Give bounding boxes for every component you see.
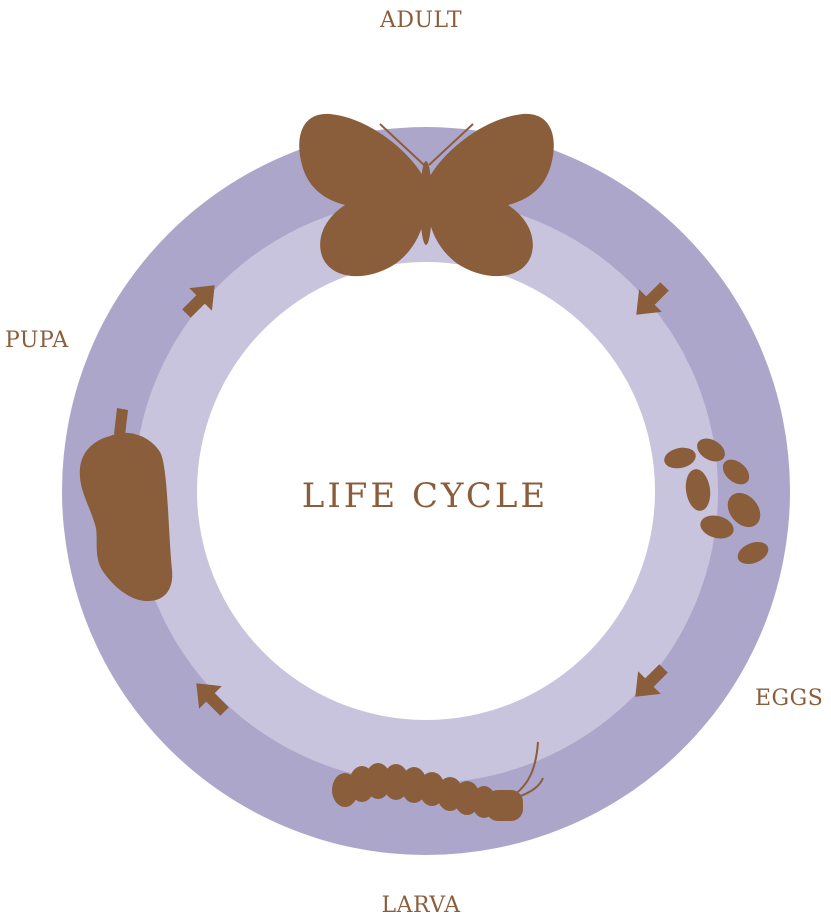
stage-label-larva: LARVA [0, 893, 831, 918]
stage-label-eggs: EGGS [755, 686, 823, 711]
stage-label-pupa: PUPA [5, 328, 69, 353]
stage-label-adult: ADULT [0, 8, 831, 33]
diagram-title: LIFE CYCLE [0, 476, 831, 516]
